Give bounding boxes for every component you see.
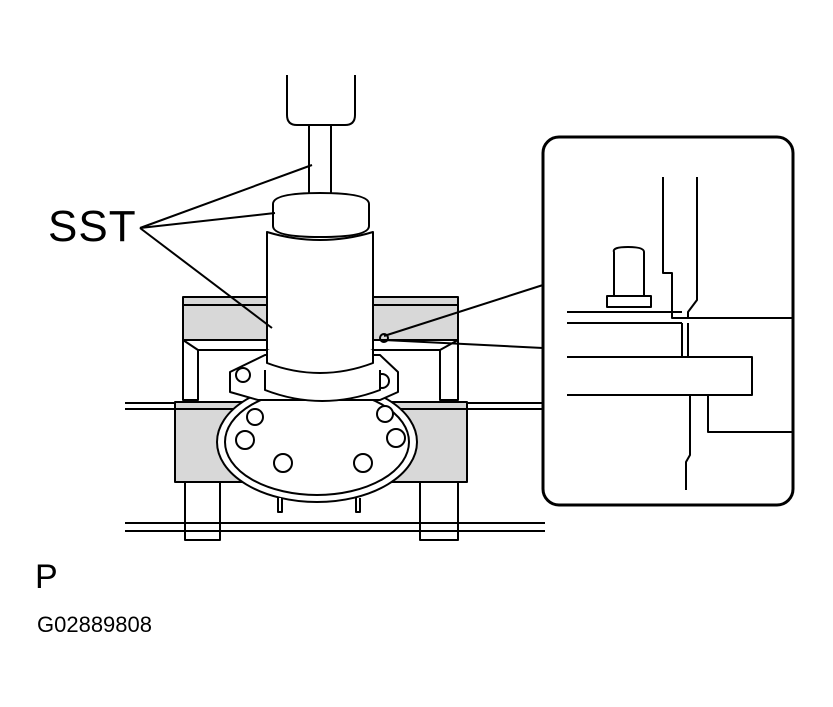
base-rails xyxy=(125,402,545,532)
detail-inset xyxy=(541,135,795,507)
sst-tool xyxy=(266,75,374,374)
figure-code-label: G02889808 xyxy=(37,612,152,637)
press-mark-label: P xyxy=(35,558,58,596)
detail-callout-connector xyxy=(379,284,544,349)
axle-hub xyxy=(216,354,418,513)
sst-label: SST xyxy=(48,202,137,251)
sst-leader-lines xyxy=(139,164,313,329)
